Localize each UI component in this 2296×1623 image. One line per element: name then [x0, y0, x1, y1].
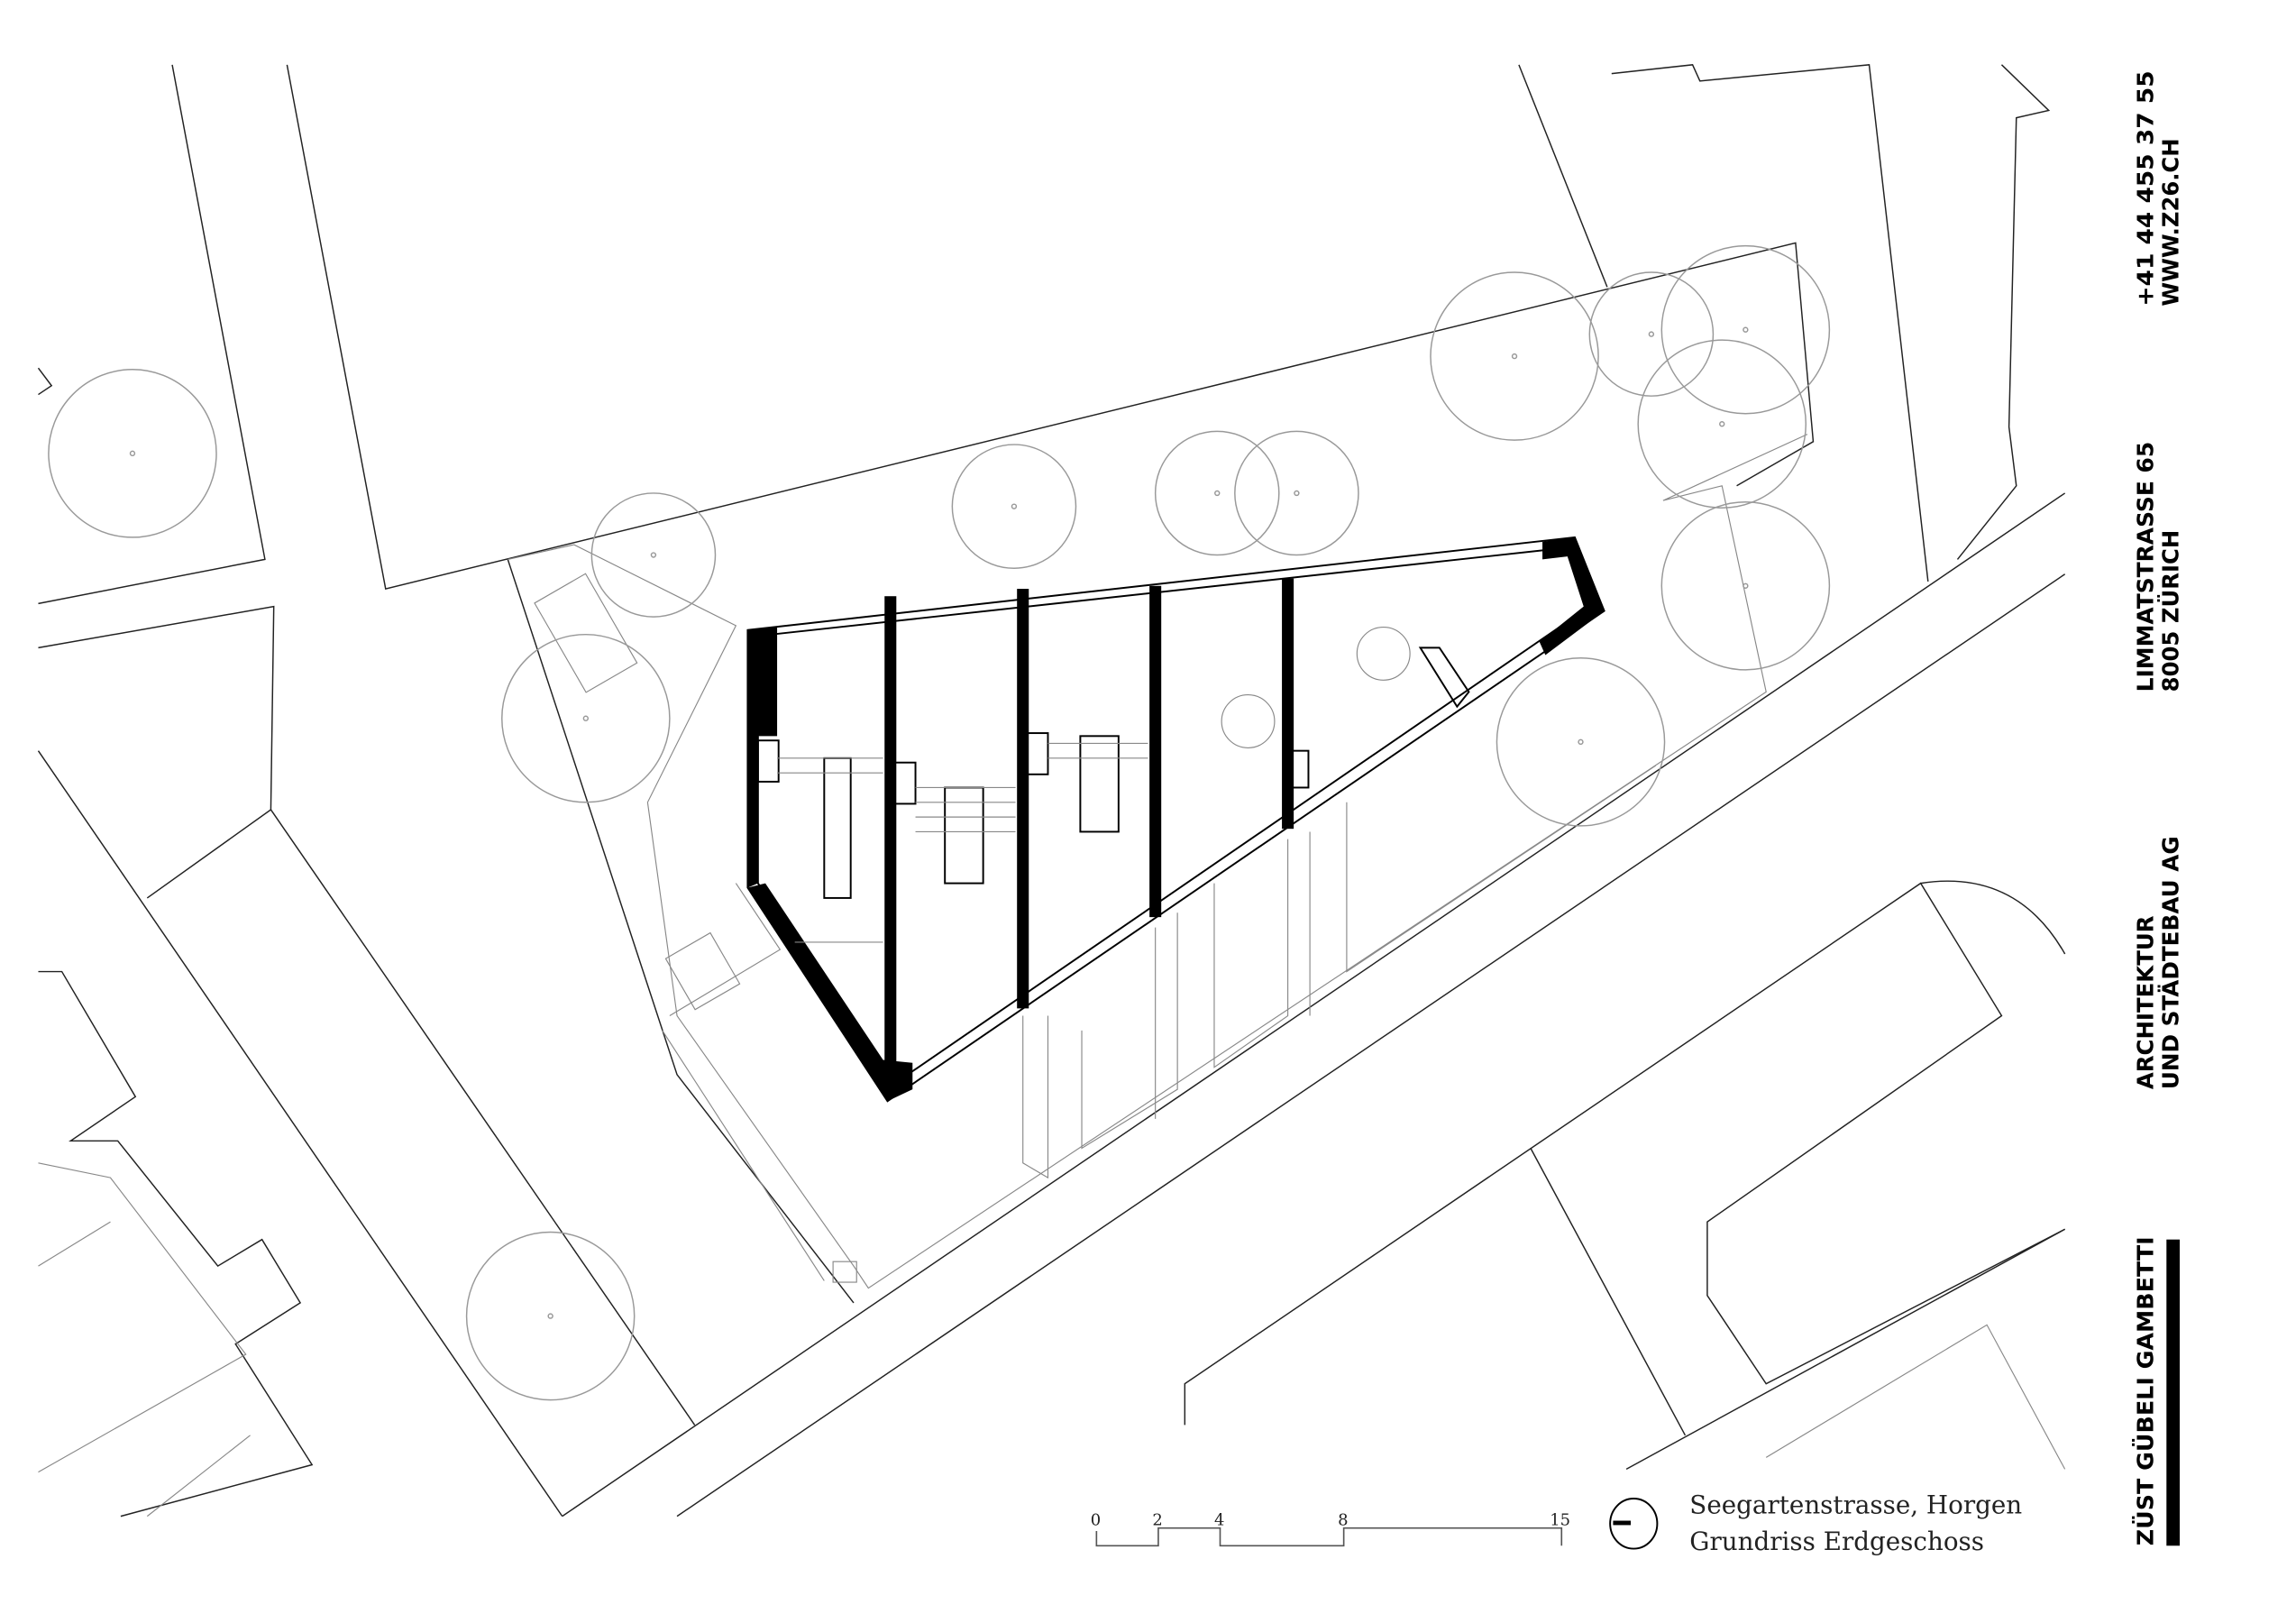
- scale-tick-2: 2: [1152, 1510, 1162, 1529]
- drawing-title: Grundriss Erdgeschoss: [1689, 1527, 1984, 1556]
- firm-address-1: LIMMATSTRASSE 65: [2133, 442, 2159, 692]
- firm-line-1: ARCHITEKTUR: [2133, 915, 2159, 1089]
- building-footprint: [746, 536, 1605, 1103]
- project-location: Seegartenstrasse, Horgen: [1689, 1490, 2022, 1519]
- scale-tick-4: 4: [1214, 1510, 1224, 1529]
- scale-tick-0: 0: [1091, 1510, 1101, 1529]
- firm-address-2: 8005 ZÜRICH: [2156, 530, 2183, 692]
- scale-tick-8: 8: [1338, 1510, 1348, 1529]
- firm-info: ZÜST GÜBELI GAMBETTI ARCHITEKTUR UND STÄ…: [2132, 70, 2183, 1546]
- firm-line-2: UND STÄDTEBAU AG: [2156, 836, 2183, 1089]
- north-arrow-icon: [1609, 1498, 1659, 1550]
- site-context: [37, 64, 2066, 1518]
- firm-name: ZÜST GÜBELI GAMBETTI: [2132, 1236, 2159, 1545]
- firm-website: WWW.Z26.CH: [2157, 138, 2183, 306]
- scale-tick-15: 15: [1550, 1510, 1570, 1529]
- firm-bar: [2166, 1239, 2180, 1546]
- scale-bar: 0 2 4 8 15: [1091, 1510, 1570, 1547]
- firm-phone: +41 44 455 37 55: [2133, 70, 2159, 306]
- trees: [48, 244, 1831, 1401]
